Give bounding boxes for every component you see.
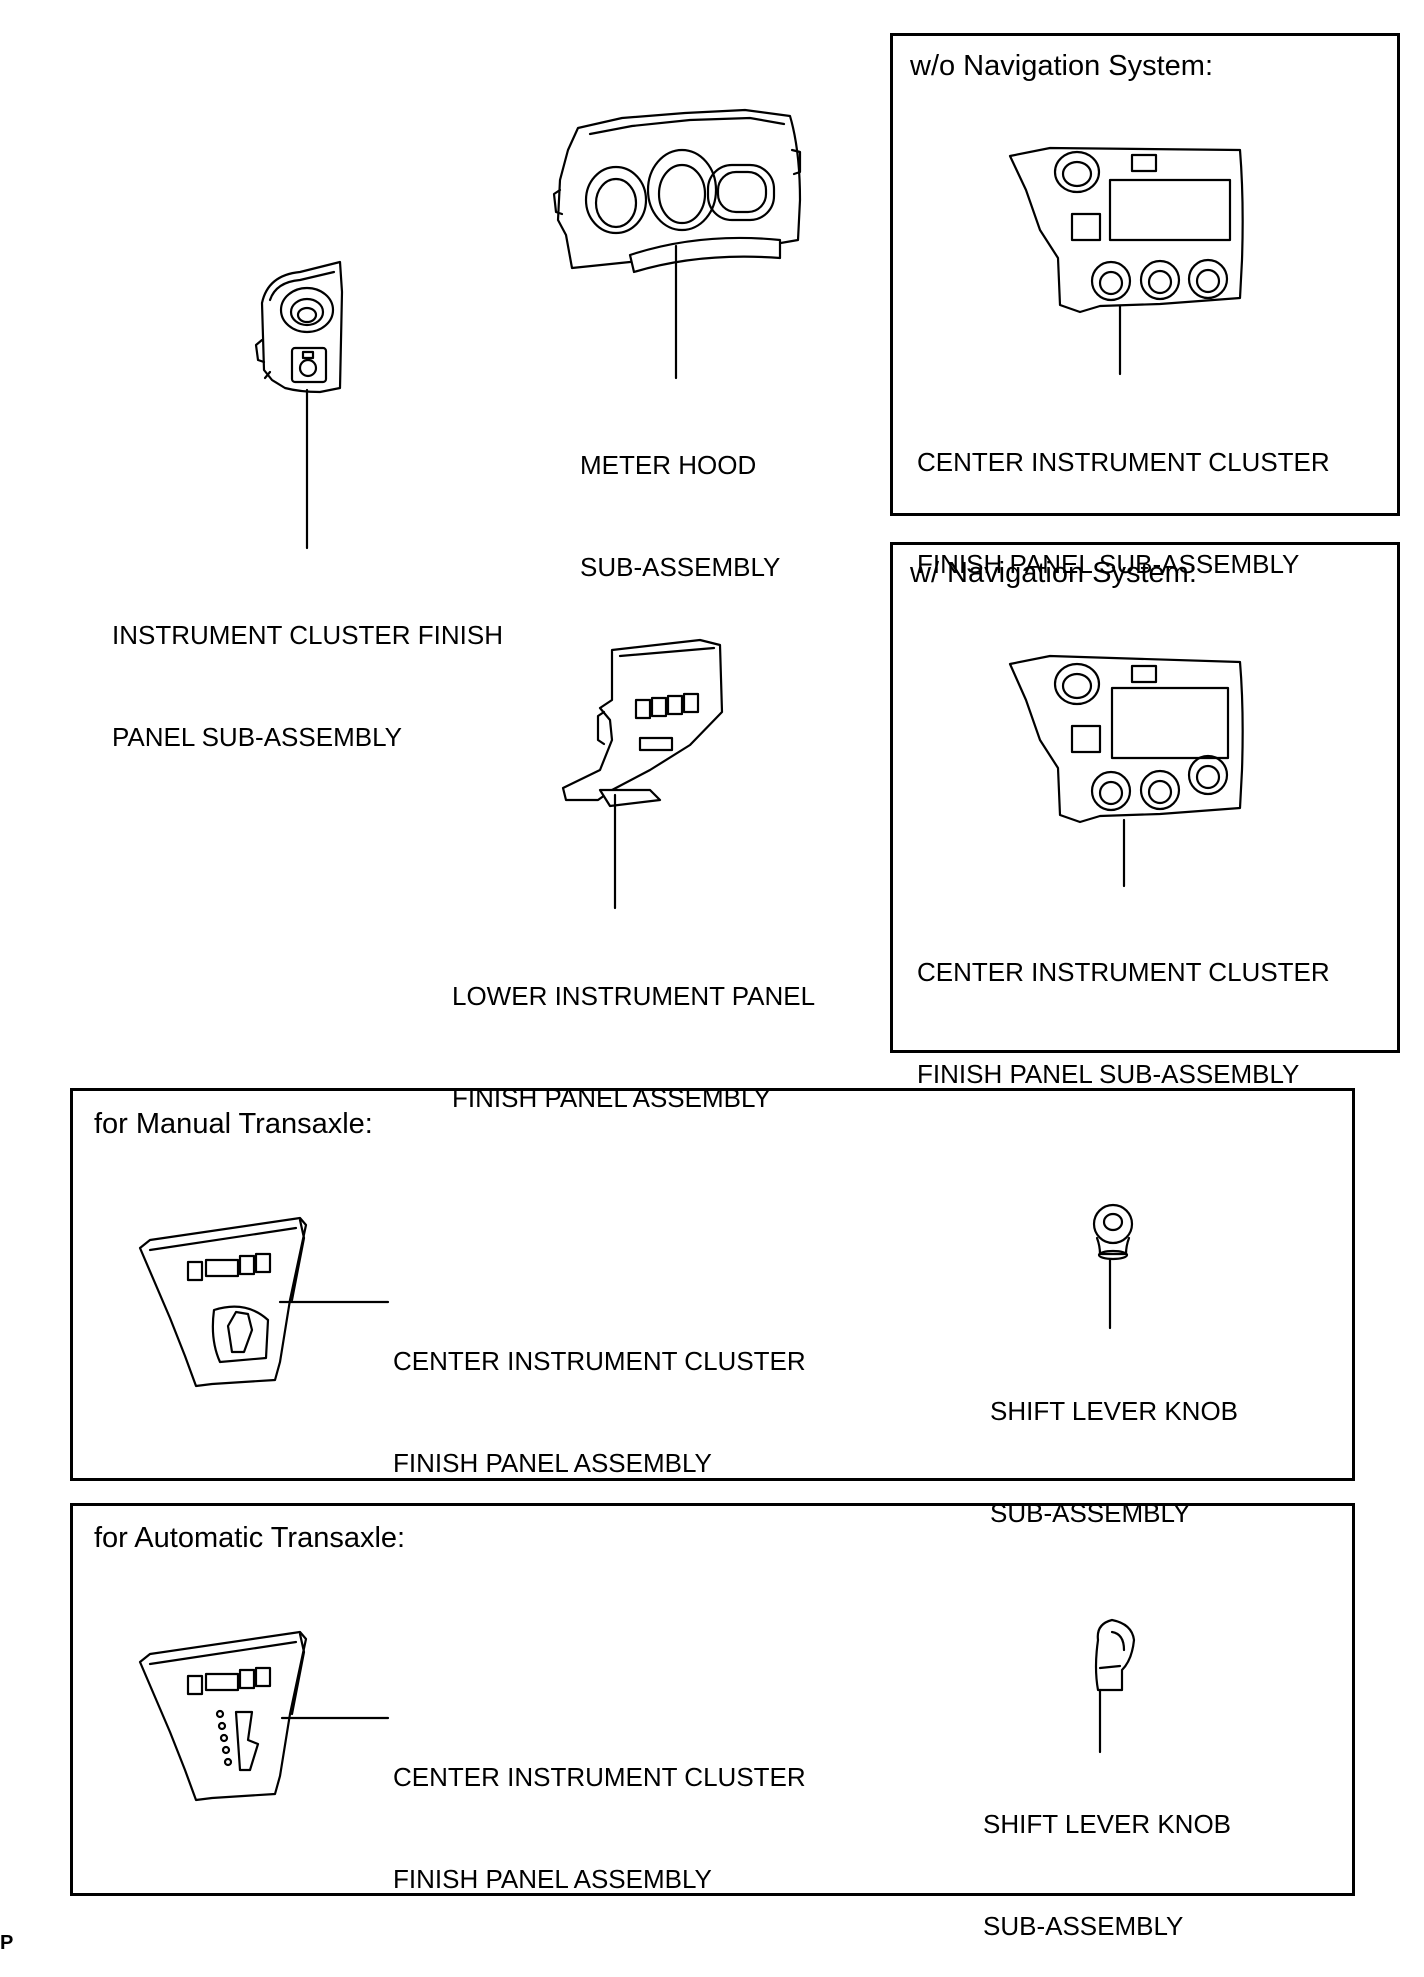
w-nav-panel-label: CENTER INSTRUMENT CLUSTER FINISH PANEL S… [917, 887, 1330, 1125]
automatic-panel-label: CENTER INSTRUMENT CLUSTER FINISH PANEL A… [393, 1692, 806, 1930]
automatic-shift-knob-drawing [1094, 1618, 1136, 1692]
meter-hood-label: METER HOOD SUB-ASSEMBLY [580, 380, 780, 618]
cluster-finish-label: INSTRUMENT CLUSTER FINISH PANEL SUB-ASSE… [112, 550, 503, 788]
w-nav-title: w/ Navigation System: [910, 557, 1197, 589]
w-nav-frame [890, 542, 1400, 1053]
wo-nav-frame [890, 33, 1400, 516]
instrument-cluster-finish-panel-drawing [254, 260, 344, 394]
meter-hood-label-line1: METER HOOD [580, 450, 757, 480]
cluster-finish-label-line1: INSTRUMENT CLUSTER FINISH [112, 620, 503, 650]
cluster-finish-label-line2: PANEL SUB-ASSEMBLY [112, 722, 402, 752]
manual-panel-label-line1: CENTER INSTRUMENT CLUSTER [393, 1346, 806, 1376]
manual-panel-label-line2: FINISH PANEL ASSEMBLY [393, 1448, 712, 1478]
manual-console-drawing [138, 1216, 308, 1388]
center-panel-wo-nav-drawing [1008, 146, 1244, 314]
automatic-knob-label-line2: SUB-ASSEMBLY [983, 1911, 1184, 1941]
wo-nav-panel-label-line1: CENTER INSTRUMENT CLUSTER [917, 447, 1330, 477]
manual-panel-label: CENTER INSTRUMENT CLUSTER FINISH PANEL A… [393, 1276, 806, 1514]
automatic-transaxle-title: for Automatic Transaxle: [94, 1522, 406, 1554]
automatic-knob-label-line1: SHIFT LEVER KNOB [983, 1809, 1232, 1839]
manual-shift-knob-drawing [1092, 1203, 1134, 1261]
lower-panel-label: LOWER INSTRUMENT PANEL FINISH PANEL ASSE… [452, 911, 815, 1149]
automatic-panel-label-line1: CENTER INSTRUMENT CLUSTER [393, 1762, 806, 1792]
footer-code: P [0, 1932, 14, 1954]
automatic-panel-label-line2: FINISH PANEL ASSEMBLY [393, 1864, 712, 1894]
lower-panel-drawing [561, 638, 724, 808]
meter-hood-label-line2: SUB-ASSEMBLY [580, 552, 781, 582]
center-panel-w-nav-drawing [1008, 654, 1244, 824]
wo-nav-title: w/o Navigation System: [910, 50, 1214, 82]
w-nav-panel-label-line1: CENTER INSTRUMENT CLUSTER [917, 957, 1330, 987]
manual-knob-label: SHIFT LEVER KNOB SUB-ASSEMBLY [990, 1326, 1238, 1564]
manual-knob-label-line2: SUB-ASSEMBLY [990, 1498, 1191, 1528]
wo-nav-panel-label-line2: FINISH PANEL SUB-ASSEMBLY [917, 549, 1300, 579]
manual-knob-label-line1: SHIFT LEVER KNOB [990, 1396, 1239, 1426]
manual-transaxle-title: for Manual Transaxle: [94, 1108, 373, 1140]
wo-nav-panel-label: CENTER INSTRUMENT CLUSTER FINISH PANEL S… [917, 377, 1330, 615]
automatic-transaxle-frame [70, 1503, 1355, 1896]
manual-transaxle-frame [70, 1088, 1355, 1481]
automatic-knob-label: SHIFT LEVER KNOB SUB-ASSEMBLY [983, 1739, 1231, 1977]
lower-panel-label-line2: FINISH PANEL ASSEMBLY [452, 1083, 771, 1113]
meter-hood-drawing [552, 108, 802, 274]
automatic-console-drawing [138, 1630, 308, 1802]
lower-panel-label-line1: LOWER INSTRUMENT PANEL [452, 981, 816, 1011]
w-nav-panel-label-line2: FINISH PANEL SUB-ASSEMBLY [917, 1059, 1300, 1089]
